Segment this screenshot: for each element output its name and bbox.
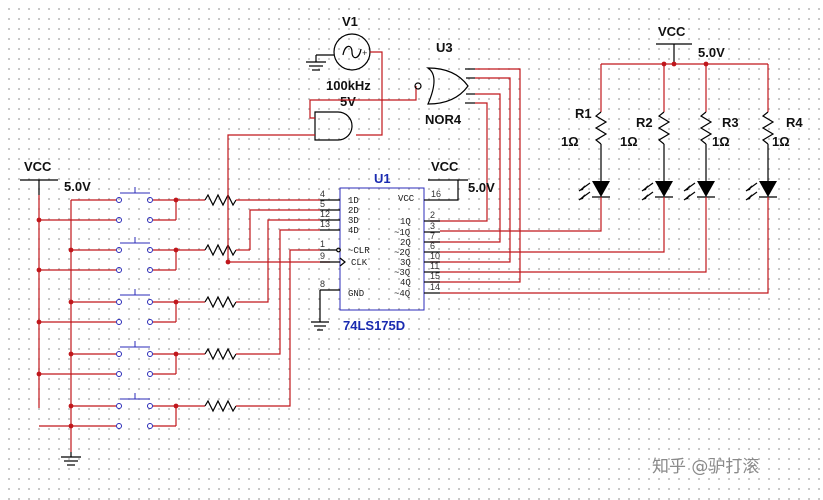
u1-pin-clr: ~CLR: [348, 246, 370, 256]
left-vcc-voltage: 5.0V: [64, 179, 91, 194]
u1-pin-3q: 3Q: [400, 258, 411, 268]
u1-pin-n3q: ~3Q: [394, 268, 410, 278]
right-vcc-label: VCC: [658, 24, 686, 39]
u1-pin-n2q: ~2Q: [394, 248, 410, 258]
left-rail-junctions: [36, 217, 74, 429]
u1-pinnum-6: 6: [430, 241, 435, 251]
right-vcc-supply: VCC 5.0V: [601, 24, 768, 67]
u1-chip: U1 74LS175D 4 5 12 13 1 9 8 1D 2D 3D 4D …: [311, 159, 495, 333]
u1-pinnum-7: 7: [430, 231, 435, 241]
v1-frequency: 100kHz: [326, 78, 371, 93]
switch-row-2: [39, 209, 320, 273]
u1-pinnum-1: 1: [320, 239, 325, 249]
u1-pinnum-9: 9: [320, 251, 325, 261]
u1-pinnum-8: 8: [320, 279, 325, 289]
and-gate: [225, 86, 417, 265]
u1-pinnum-14: 14: [430, 282, 440, 292]
left-vcc-supply: VCC 5.0V: [20, 159, 91, 195]
u1-vcc-label: VCC: [431, 159, 459, 174]
left-vcc-label: VCC: [24, 159, 52, 174]
r4-value: 1Ω: [772, 134, 790, 149]
u1-pinnum-16: 16: [431, 189, 441, 199]
led-column-4: R4 1Ω: [440, 64, 803, 294]
v1-amplitude: 5V: [340, 94, 356, 109]
svg-text:+: +: [362, 49, 367, 59]
u1-pin-gnd: GND: [348, 289, 364, 299]
switch-row-5: [39, 249, 320, 429]
u1-part: 74LS175D: [343, 318, 405, 333]
u1-name: U1: [374, 171, 391, 186]
u1-pin-3d: 3D: [348, 216, 359, 226]
v1-name: V1: [342, 14, 358, 29]
switch-row-1: [39, 187, 320, 223]
u1-pinnum-12: 12: [320, 209, 330, 219]
u3-type: NOR4: [425, 112, 462, 127]
u1-pin-1q: 1Q: [400, 217, 411, 227]
r1-name: R1: [575, 106, 592, 121]
switch-row-3: [39, 219, 320, 325]
left-rails: [38, 195, 81, 466]
watermark: 知乎 @驴打滚: [652, 457, 759, 477]
switch-row-4: [39, 229, 320, 377]
led-column-1: R1 1Ω: [440, 64, 610, 232]
r1-value: 1Ω: [561, 134, 579, 149]
u1-pinnum-2: 2: [430, 210, 435, 220]
u1-pinnum-13: 13: [320, 219, 330, 229]
u1-pin-1d: 1D: [348, 196, 359, 206]
r2-value: 1Ω: [620, 134, 638, 149]
led-column-2: R2 1Ω: [440, 64, 673, 253]
u1-pinnum-4: 4: [320, 189, 325, 199]
u3-nor-gate: U3 NOR4: [414, 40, 521, 283]
r3-name: R3: [722, 115, 739, 130]
u1-pinnum-3: 3: [430, 221, 435, 231]
u1-pinnum-11: 11: [430, 261, 439, 271]
u1-pin-2d: 2D: [348, 206, 359, 216]
v1-clock-source: + V1 100kHz 5V: [306, 14, 383, 136]
u1-vcc-voltage: 5.0V: [468, 180, 495, 195]
u1-pin-4q: 4Q: [400, 278, 411, 288]
u1-pin-vcc: VCC: [398, 194, 415, 204]
u1-pin-n4q: ~4Q: [394, 289, 410, 299]
led-column-3: R3 1Ω: [440, 64, 739, 273]
u1-pinnum-15: 15: [430, 271, 440, 281]
u3-name: U3: [436, 40, 453, 55]
u1-pin-n1q: ~1Q: [394, 228, 410, 238]
r4-name: R4: [786, 115, 803, 130]
u1-pinnum-10: 10: [430, 251, 440, 261]
u1-pin-2q: 2Q: [400, 238, 411, 248]
r2-name: R2: [636, 115, 653, 130]
u1-pin-4d: 4D: [348, 226, 359, 236]
r3-value: 1Ω: [712, 134, 730, 149]
right-vcc-voltage: 5.0V: [698, 45, 725, 60]
u1-pin-clk: CLK: [351, 258, 368, 268]
u1-pinnum-5: 5: [320, 199, 325, 209]
